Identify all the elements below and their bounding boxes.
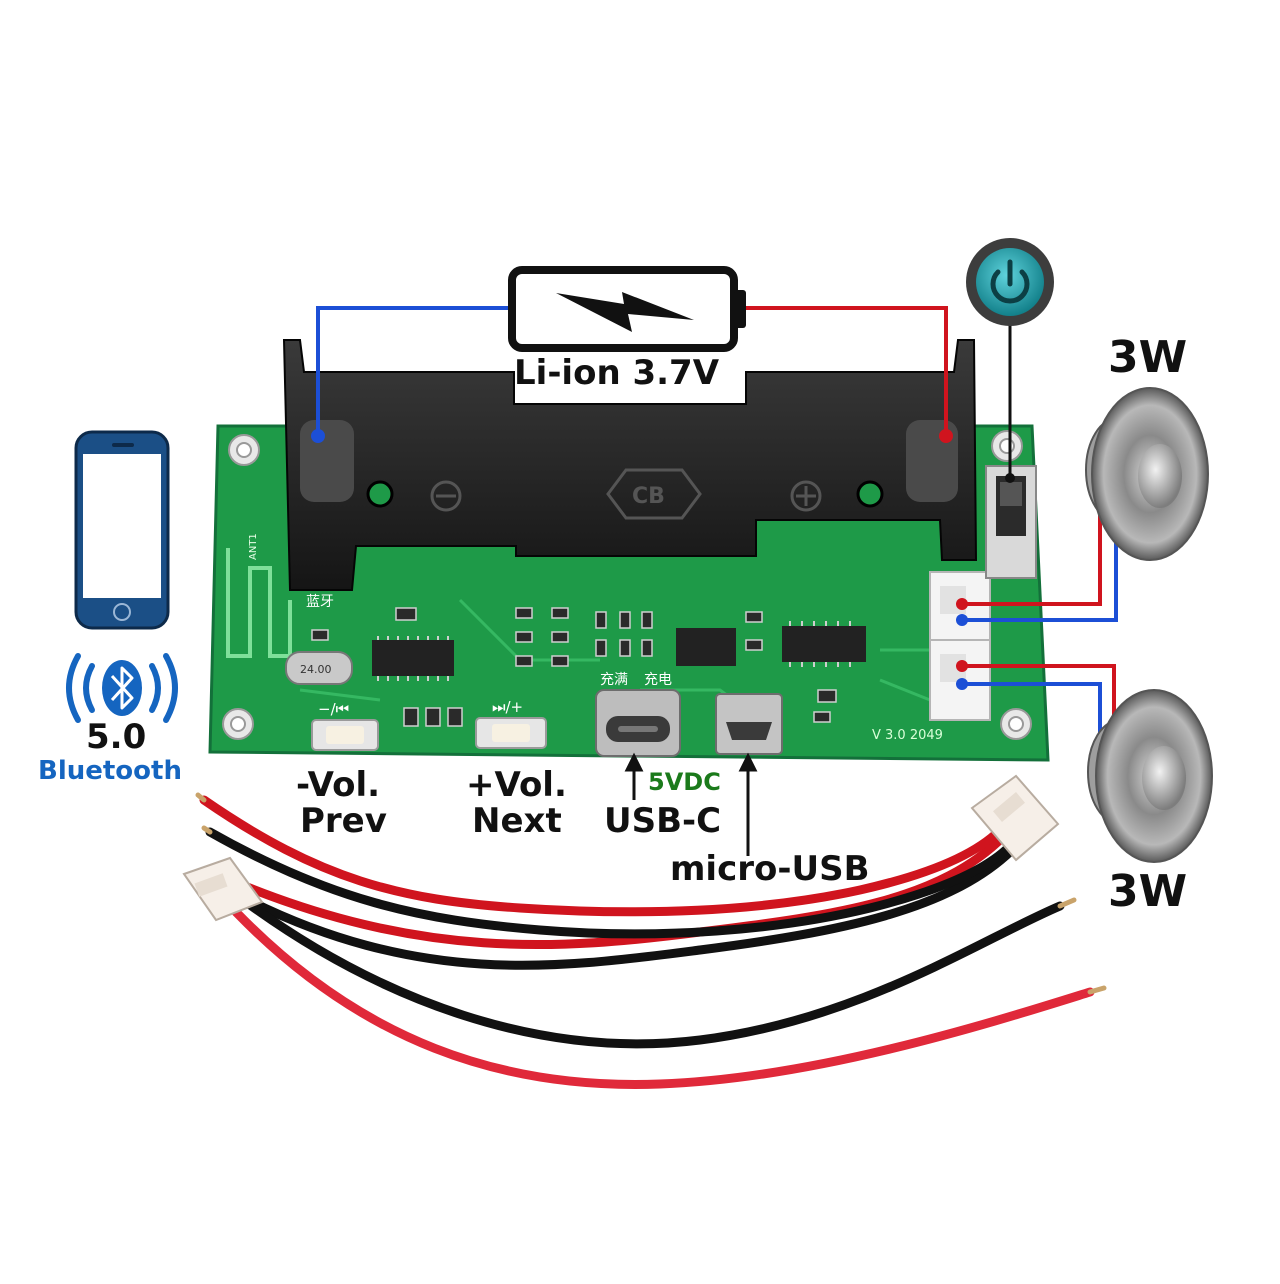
micro-usb-port[interactable] [715,693,783,755]
next-button[interactable]: ⏭/+ [475,698,547,749]
bluetooth-signal [66,653,178,723]
cable-a-red-tail [199,795,1005,917]
battery-negative-wire [316,306,512,436]
next-button-label-line2: Next [472,801,562,841]
prev-button[interactable]: −/⏮ [311,700,379,751]
bluetooth-label: Bluetooth [38,756,182,786]
port-arrows [624,752,758,856]
jst-plug-right [970,774,1060,862]
holder-cb-mark: CB [632,484,665,509]
jst-cables [195,792,1107,1089]
bluetooth-version: 5.0 [86,717,147,757]
smd-components [311,607,837,727]
slide-switch[interactable] [985,465,1037,579]
cable-a-black [235,845,1017,970]
micro-usb-label: micro-USB [670,849,870,889]
cable-a-black-tail [205,827,1015,939]
voltage-label: 5VDC [648,768,721,796]
antenna [226,548,292,658]
speaker-top [1085,387,1209,561]
charger-ic [676,628,736,666]
prev-button-label-line2: Prev [300,801,387,841]
power-switch-indicator [966,238,1054,483]
next-button-label-line1: +Vol. [466,765,567,805]
board-version: V 3.0 2049 [872,728,943,743]
charge-full-label: 充满 [600,672,628,688]
prev-button-mark: −/⏮ [318,700,349,718]
speaker-wiring [956,514,1118,758]
cable-b-red [231,907,1095,1089]
power-icon [990,259,1030,304]
jst-plug-left [182,856,264,922]
smartphone [74,430,170,630]
next-button-mark: ⏭/+ [492,698,523,716]
prev-button-label-line1: -Vol. [296,765,381,805]
cable-b-black [241,897,1065,1049]
battery-positive-wire [744,306,948,436]
holder-body [282,339,978,591]
battery-wiring [311,306,953,443]
usb-c-label: USB-C [604,801,722,841]
bluetooth-icon [102,660,142,716]
usb-c-port[interactable] [595,689,681,757]
bt-chip-label: 蓝牙 [306,594,334,610]
antenna-label: ANT1 [248,533,259,560]
battery-holder: CB [282,339,978,591]
crystal-oscillator: 24.00 [285,651,353,685]
speaker-bottom [1087,689,1213,863]
amplifier-ic [782,621,866,667]
speaker-bottom-label: 3W [1108,866,1188,917]
crystal-label: 24.00 [300,663,332,676]
battery-label: Li-ion 3.7V [514,353,720,393]
charging-label: 充电 [644,672,672,688]
speaker-connectors [929,571,991,721]
battery-icon [508,266,746,352]
lightning-bolt [556,292,694,332]
speaker-top-label: 3W [1108,332,1188,383]
bluetooth-ic [372,636,454,681]
